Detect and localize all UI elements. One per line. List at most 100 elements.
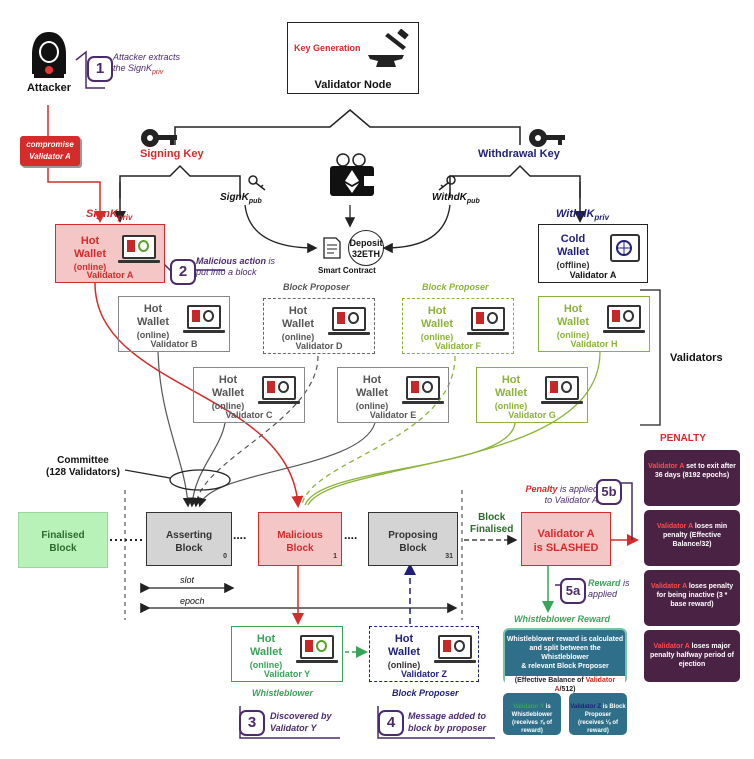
penalty-card-major: Validator A loses major penalty halfway … <box>644 630 740 682</box>
anvil-hammer-icon <box>358 28 414 69</box>
smart-contract-label: Smart Contract <box>318 266 376 275</box>
committee-label: Committee(128 Validators) <box>46 455 120 478</box>
whistleblower-role-label: Whistleblower <box>252 688 314 698</box>
laptop-icon <box>183 305 225 333</box>
attacker-hacker-icon <box>28 30 70 78</box>
signk-priv-label: SignKpriv <box>86 208 133 223</box>
validator-e-name: Validator E <box>369 410 417 420</box>
proposer-share-card: Validator Z is Block Proposer(receives ⅛… <box>569 693 627 735</box>
validator-f-name: Validator F <box>434 341 481 351</box>
penalty-card-exit: Validator A set to exit after 36 days (8… <box>644 450 740 506</box>
signing-key-label: Signing Key <box>140 148 204 160</box>
penalty-title: PENALTY <box>660 433 706 444</box>
laptop-icon <box>402 376 444 404</box>
block-ellipsis: .... <box>233 528 247 542</box>
penalty-card-min: Validator A loses min penalty (Effective… <box>644 510 740 566</box>
epoch-label: epoch <box>180 596 205 606</box>
penalty-card-inactive: Validator A loses penalty for being inac… <box>644 570 740 626</box>
block-index-31: 31 <box>445 553 453 560</box>
block-index-1: 1 <box>333 553 337 560</box>
block-proposer-d-label: Block Proposer <box>283 282 350 292</box>
contract-document-icon <box>322 236 342 260</box>
withdrawal-key-label: Withdrawal Key <box>478 148 560 160</box>
validator-y-name: Validator Y <box>263 669 311 679</box>
whistleblower-reward-label: Whistleblower Reward <box>514 614 611 624</box>
validator-d-name: Validator D <box>295 341 343 351</box>
validator-a-cold-name: Validator A <box>569 270 617 280</box>
block-index-0: 0 <box>223 553 227 560</box>
block-proposer-z-label: Block Proposer <box>392 688 459 698</box>
validator-node-box: Key Generation Validator Node <box>287 22 419 94</box>
laptop-icon <box>258 376 300 404</box>
safe-vault-icon <box>609 233 641 270</box>
laptop-icon <box>541 376 583 404</box>
laptop-icon <box>118 235 160 263</box>
validator-z-name: Validator Z <box>400 669 447 679</box>
laptop-icon <box>467 307 509 335</box>
key-generation-label: Key Generation <box>294 43 361 53</box>
block-proposer-f-label: Block Proposer <box>422 282 489 292</box>
withdk-pub-label: WithdKpub <box>432 192 480 205</box>
step-1-text: Attacker extracts the SignKpriv <box>113 52 181 76</box>
signing-key-icon <box>140 125 180 156</box>
validator-node-label: Validator Node <box>314 79 392 91</box>
validator-g-name: Validator G <box>508 410 556 420</box>
whistleblower-share-card: Validator Y is Whistleblower(receives ⅞ … <box>503 693 561 735</box>
compromise-validator-a-badge: compromise Validator A <box>20 136 80 166</box>
slot-label: slot <box>180 575 195 585</box>
signk-pub-label: SignKpub <box>220 192 262 205</box>
laptop-icon <box>434 635 476 663</box>
laptop-icon <box>328 307 370 335</box>
laptop-icon <box>296 635 338 663</box>
step-4-badge: 4 <box>378 710 404 736</box>
withdrawal-key-icon <box>528 125 568 156</box>
validator-c-name: Validator C <box>225 410 273 420</box>
validator-a-name: Validator A <box>86 270 134 280</box>
step-3-badge: 3 <box>239 710 265 736</box>
ethereum-wallet-icon <box>328 152 376 198</box>
laptop-icon <box>603 305 645 333</box>
signk-pub-key-icon <box>248 175 268 196</box>
attacker-label: Attacker <box>26 82 72 94</box>
step-5b-badge: 5b <box>596 479 622 505</box>
validator-h-name: Validator H <box>570 339 618 349</box>
step-5a-text: Reward is applied <box>588 578 630 599</box>
step-2-badge: 2 <box>170 259 196 285</box>
withdk-pub-key-icon <box>436 175 456 196</box>
validators-label: Validators <box>670 352 723 364</box>
step-2-text: Malicious action is put into a block <box>196 256 276 277</box>
block-ellipsis: .... <box>344 528 358 542</box>
